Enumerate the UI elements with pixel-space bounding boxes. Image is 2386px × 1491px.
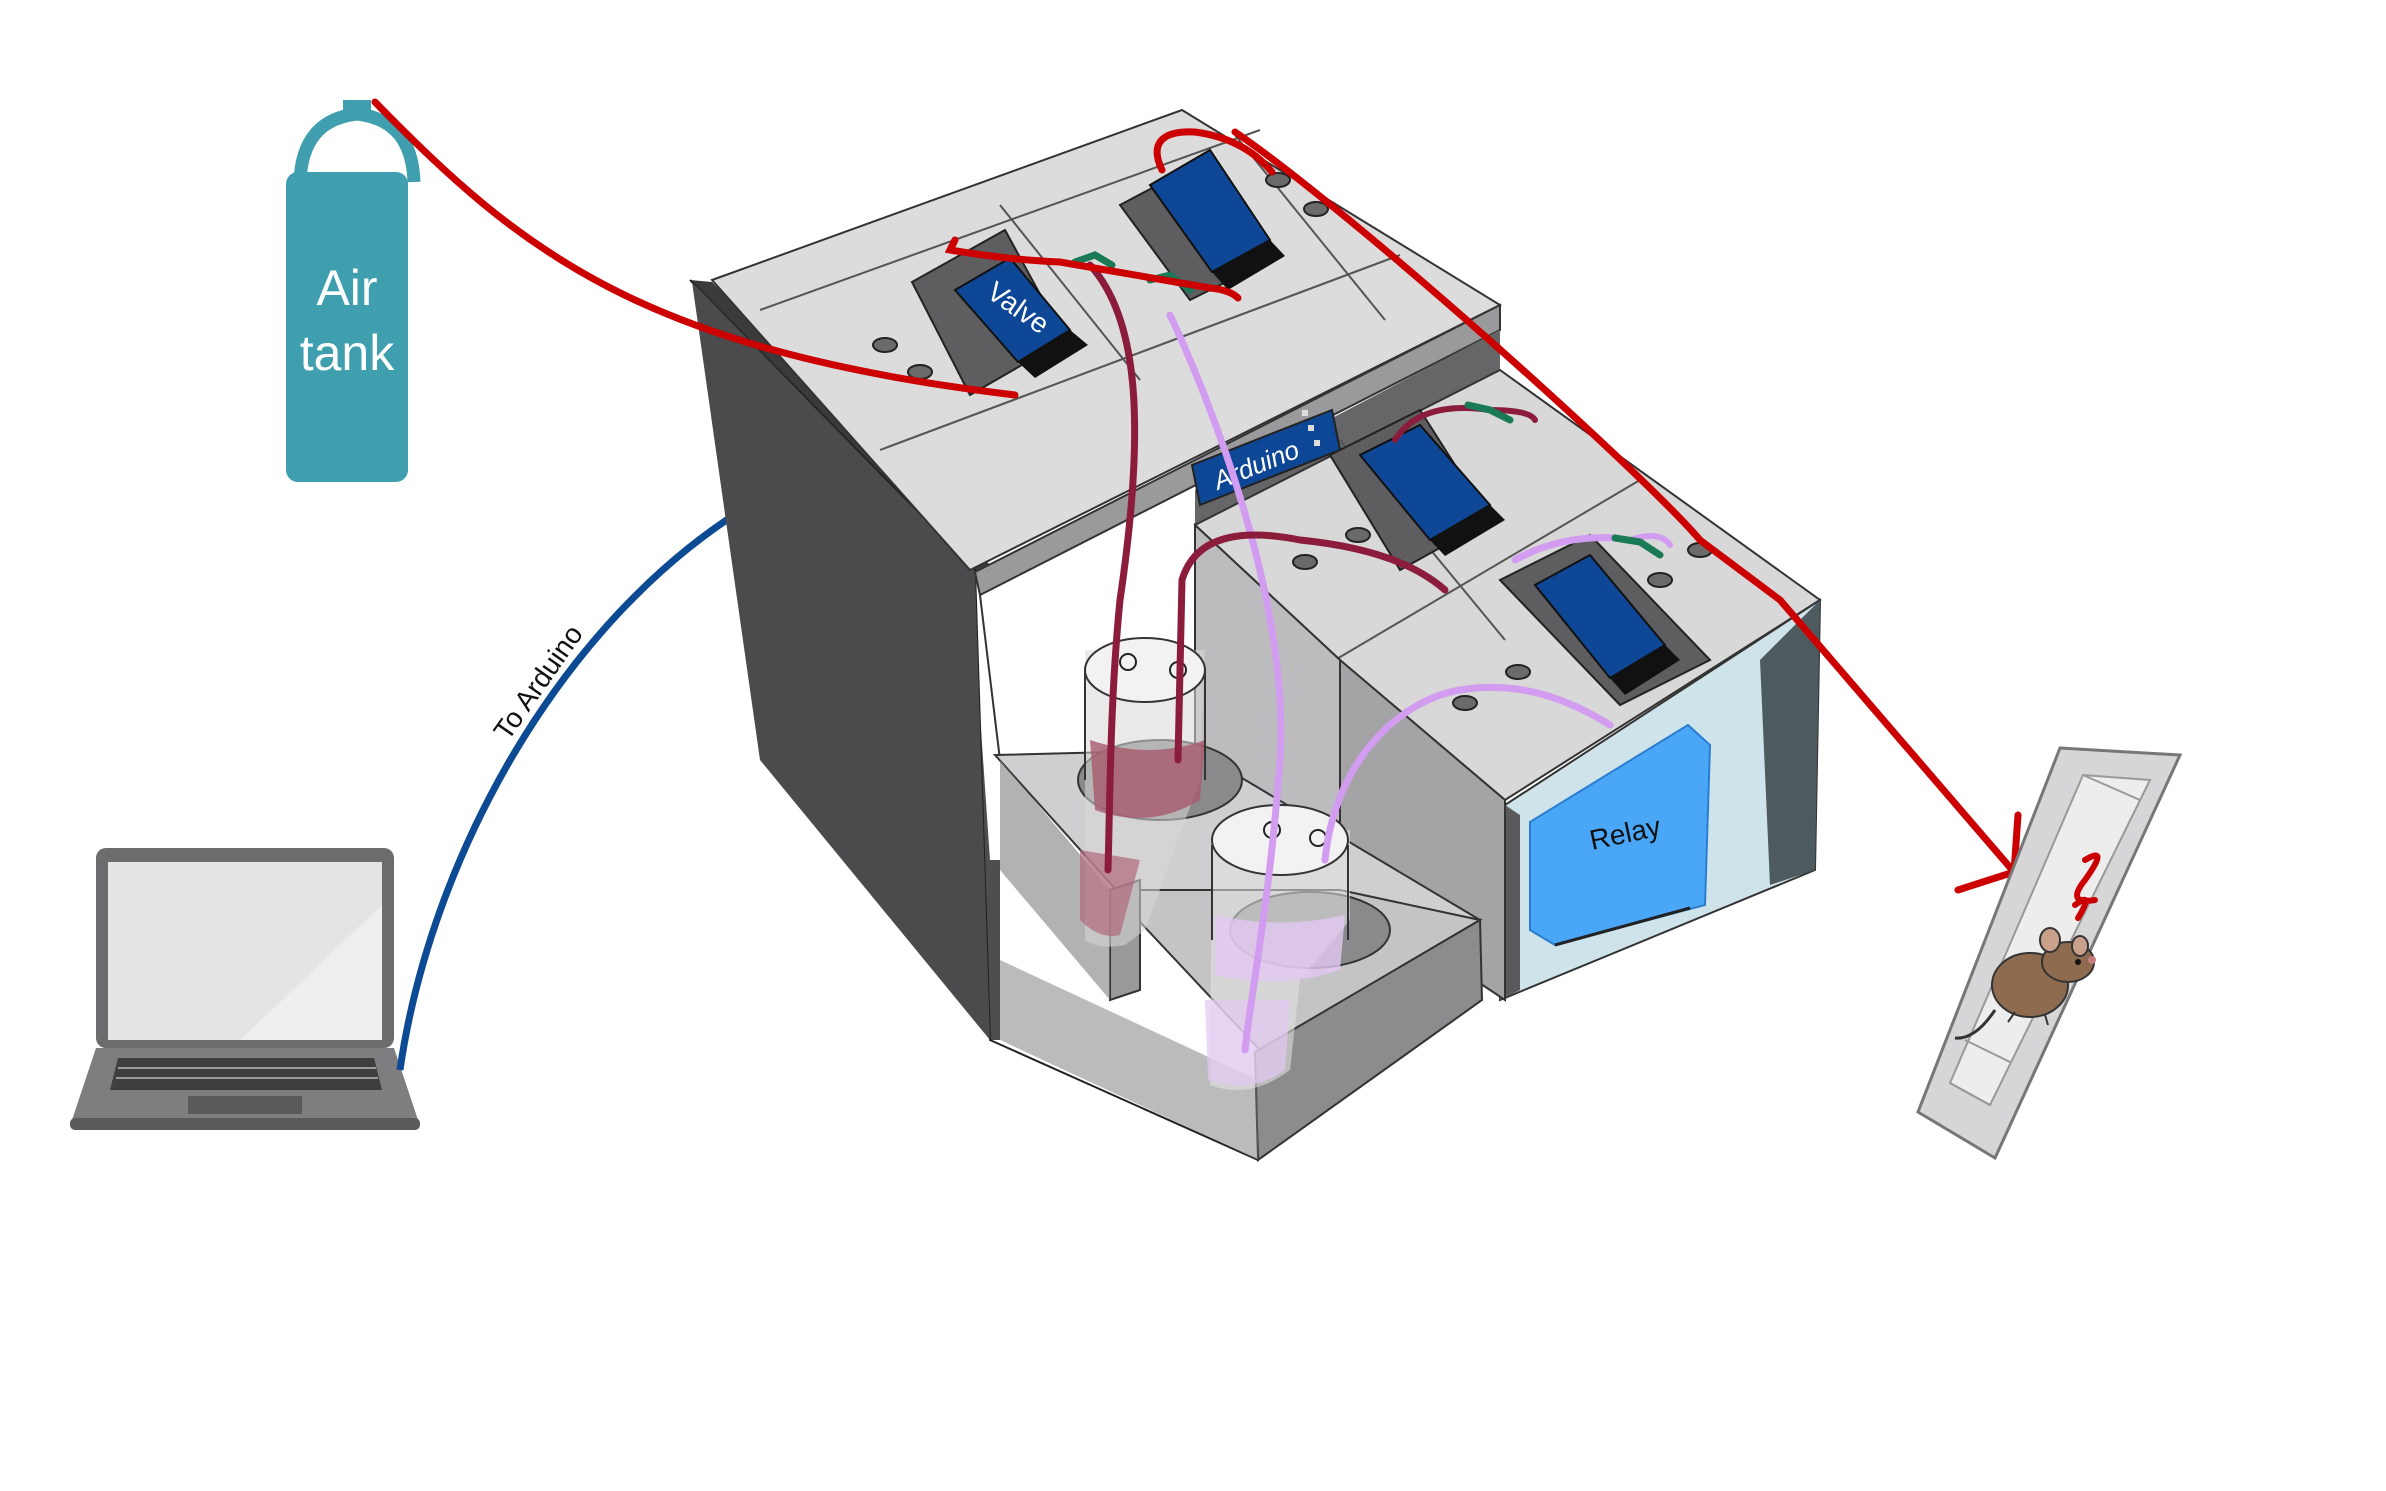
arduino-cable: To Arduino bbox=[396, 502, 752, 1071]
valve-4 bbox=[1498, 533, 1712, 707]
air-tank-icon: Air tank bbox=[286, 100, 421, 482]
mouse-icon bbox=[1954, 927, 2096, 1040]
cable-label: To Arduino bbox=[488, 619, 589, 745]
air-tank-label-1: Air bbox=[316, 260, 377, 316]
valve-3 bbox=[1328, 408, 1505, 572]
relay-module: Relay bbox=[1529, 723, 1712, 947]
odor-icon bbox=[2072, 852, 2101, 921]
valve-1: Valve bbox=[910, 228, 1088, 397]
laptop-icon bbox=[70, 848, 420, 1130]
air-tank-label-2: tank bbox=[300, 325, 396, 381]
tubing bbox=[371, 98, 2022, 1054]
valve-2 bbox=[1118, 148, 1285, 302]
